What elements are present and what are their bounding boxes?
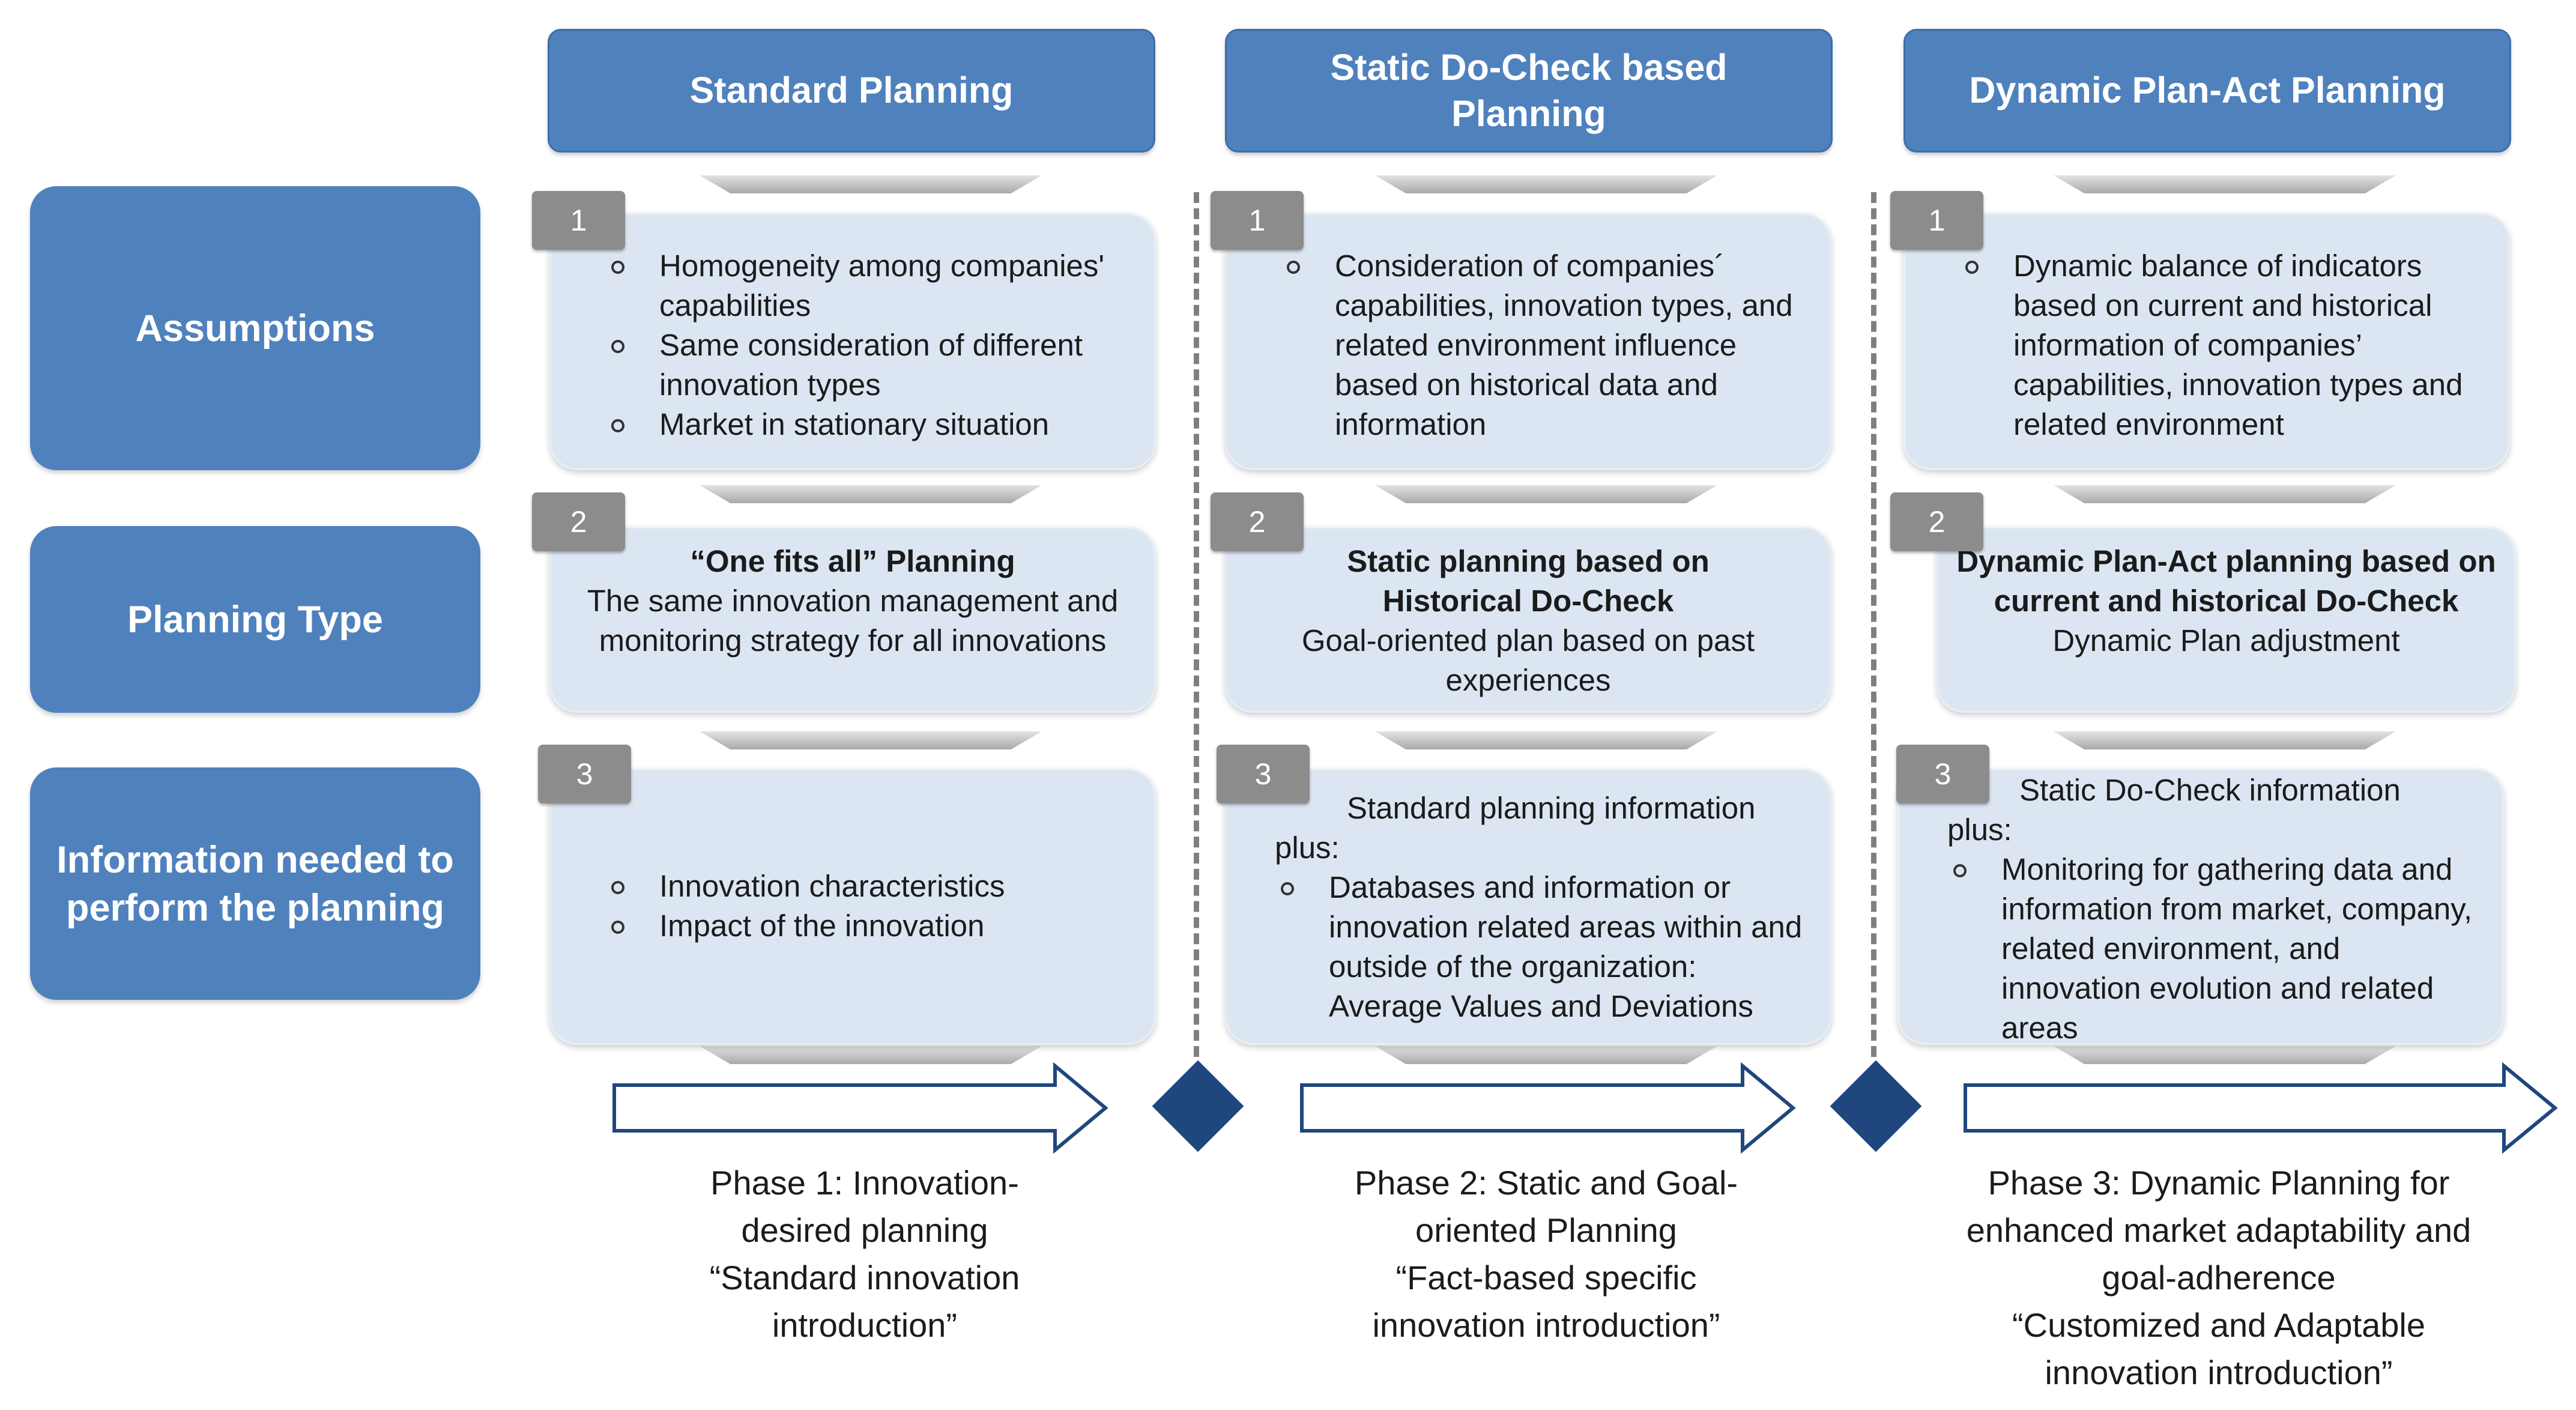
phase-milestone-diamond-1 <box>1152 1060 1244 1152</box>
cell-static-planning-type: Static planning based on Historical Do-C… <box>1225 527 1831 713</box>
badge-2: 2 <box>1211 492 1304 551</box>
information-intro: Static Do-Check information plus: <box>1947 773 2401 847</box>
phase-3-title: Phase 3: Dynamic Planning for enhanced m… <box>1966 1164 2472 1297</box>
chevron-col2-low <box>1375 731 1717 749</box>
phase-1-subtitle: “Standard innovation introduction” <box>709 1259 1020 1344</box>
list-item: Databases and information or innovation … <box>1275 868 1812 1026</box>
list-item: Monitoring for gathering data and inform… <box>1947 850 2484 1048</box>
chevron-col3-low <box>2054 731 2396 749</box>
planning-type-description: The same innovation management and monit… <box>587 584 1119 658</box>
phase-2-caption: Phase 2: Static and Goal-oriented Planni… <box>1330 1159 1762 1349</box>
phase-divider-1 <box>1194 192 1199 1057</box>
planning-type-description: Dynamic Plan adjustment <box>2052 623 2400 658</box>
badge-2: 2 <box>532 492 625 551</box>
chevron-col2-mid <box>1375 485 1717 503</box>
planning-type-title: Static planning based on Historical Do-C… <box>1347 544 1710 618</box>
chevron-col1-mid <box>700 485 1042 503</box>
list-item: Impact of the innovation <box>605 906 1130 946</box>
cell-static-information: Standard planning information plus: Data… <box>1225 769 1831 1045</box>
information-intro: Standard planning information plus: <box>1275 791 1756 865</box>
planning-type-title: Dynamic Plan-Act planning based on curre… <box>1956 544 2496 618</box>
phase-2-title: Phase 2: Static and Goal-oriented Planni… <box>1354 1164 1738 1249</box>
cell-standard-planning-type: “One fits all” Planning The same innovat… <box>549 527 1156 713</box>
cell-dynamic-assumptions: Dynamic balance of indicators based on c… <box>1903 213 2510 470</box>
phase-divider-2 <box>1871 192 1876 1057</box>
chevron-col1-bottom <box>700 1046 1042 1064</box>
cell-dynamic-planning-type: Dynamic Plan-Act planning based on curre… <box>1937 527 2516 713</box>
column-header-standard-planning: Standard Planning <box>548 29 1155 153</box>
column-header-static-do-check: Static Do-Check based Planning <box>1225 29 1833 153</box>
phase-2-subtitle: “Fact-based specific innovation introduc… <box>1372 1259 1720 1344</box>
cell-static-assumptions: Consideration of companies´ capabilities… <box>1225 213 1831 470</box>
list-item: Dynamic balance of indicators based on c… <box>1959 246 2472 444</box>
phase-1-caption: Phase 1: Innovation-desired planning “St… <box>661 1159 1069 1349</box>
list-item: Consideration of companies´ capabilities… <box>1281 246 1806 444</box>
list-item: Market in stationary situation <box>605 405 1130 444</box>
badge-3: 3 <box>1896 745 1989 803</box>
phase-3-caption: Phase 3: Dynamic Planning for enhanced m… <box>1930 1159 2507 1396</box>
phase-milestone-diamond-2 <box>1830 1060 1922 1152</box>
phase-1-title: Phase 1: Innovation-desired planning <box>710 1164 1019 1249</box>
badge-3: 3 <box>1217 745 1310 803</box>
cell-standard-information: Innovation characteristics Impact of the… <box>549 769 1156 1045</box>
row-label-assumptions: Assumptions <box>30 186 480 470</box>
chevron-col3-mid <box>2054 485 2396 503</box>
badge-2: 2 <box>1890 492 1983 551</box>
cell-standard-assumptions: Homogeneity among companies' capabilitie… <box>549 213 1156 470</box>
badge-1: 1 <box>532 191 625 250</box>
chevron-col3-top <box>2054 175 2396 193</box>
row-label-information-needed: Information needed to perform the planni… <box>30 767 480 1000</box>
chevron-col2-top <box>1375 175 1717 193</box>
list-item: Homogeneity among companies' capabilitie… <box>605 246 1130 325</box>
cell-dynamic-information: Static Do-Check information plus: Monito… <box>1897 769 2504 1045</box>
phase-3-subtitle: “Customized and Adaptable innovation int… <box>2012 1306 2425 1391</box>
chevron-col1-low <box>700 731 1042 749</box>
chevron-col2-bottom <box>1375 1046 1717 1064</box>
column-header-dynamic-plan-act: Dynamic Plan-Act Planning <box>1903 29 2511 153</box>
phase-2-arrow <box>1300 1062 1796 1154</box>
list-item: Same consideration of different innovati… <box>605 325 1130 405</box>
badge-3: 3 <box>538 745 631 803</box>
phase-1-arrow <box>612 1062 1108 1154</box>
row-label-planning-type: Planning Type <box>30 526 480 713</box>
planning-type-description: Goal-oriented plan based on past experie… <box>1301 623 1755 697</box>
chevron-col1-top <box>700 175 1042 193</box>
list-item: Innovation characteristics <box>605 867 1130 906</box>
chevron-col3-bottom <box>2054 1046 2396 1064</box>
phase-3-arrow <box>1964 1062 2558 1154</box>
badge-1: 1 <box>1890 191 1983 250</box>
planning-type-title: “One fits all” Planning <box>690 544 1015 578</box>
badge-1: 1 <box>1211 191 1304 250</box>
